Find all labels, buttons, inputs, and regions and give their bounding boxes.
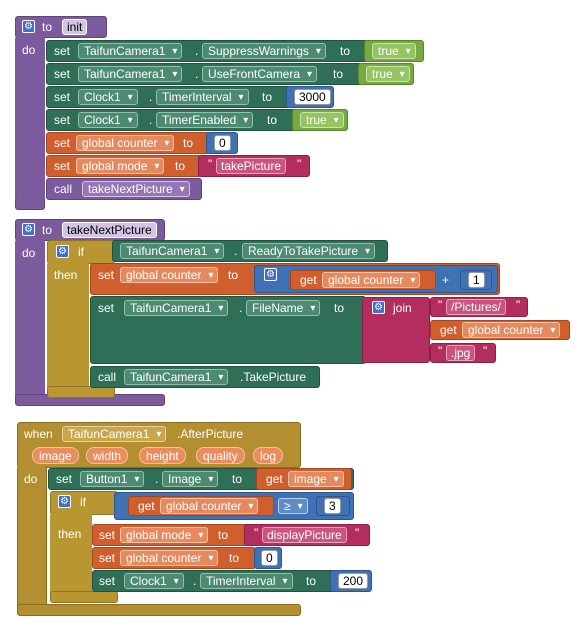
mutator-gear-icon[interactable]: ⚙ — [372, 301, 385, 314]
property-dropdown[interactable]: FileName — [246, 300, 321, 316]
number-field[interactable]: 0 — [214, 135, 231, 151]
procedure-name-field[interactable]: takeNextPicture — [62, 222, 157, 238]
param-height[interactable]: height — [139, 447, 186, 464]
text-field[interactable]: takePicture — [216, 158, 287, 174]
number-field[interactable]: 200 — [338, 573, 369, 589]
property-dropdown[interactable]: TimerEnabled — [156, 112, 254, 128]
do-keyword: do — [22, 43, 36, 57]
variable-dropdown[interactable]: global counter — [76, 135, 175, 151]
variable-dropdown[interactable]: image — [288, 471, 344, 487]
method-name: .TakePicture — [240, 370, 307, 384]
property-dropdown[interactable]: ReadyToTakePicture — [242, 243, 376, 259]
variable-dropdown[interactable]: global counter — [120, 267, 219, 283]
mutator-gear-icon[interactable]: ⚙ — [264, 268, 277, 281]
param-width[interactable]: width — [86, 447, 129, 464]
text-field[interactable]: .jpg — [446, 345, 476, 361]
property-dropdown[interactable]: Image — [162, 471, 219, 487]
component-dropdown[interactable]: TaifunCamera1 — [78, 43, 183, 59]
property-dropdown[interactable]: UseFrontCamera — [202, 66, 318, 82]
component-dropdown[interactable]: Clock1 — [78, 89, 138, 105]
variable-dropdown[interactable]: global counter — [462, 322, 561, 338]
variable-dropdown[interactable]: global mode — [120, 527, 209, 543]
event-name: .AfterPicture — [177, 427, 244, 441]
mutator-gear-icon[interactable]: ⚙ — [58, 495, 71, 508]
component-dropdown[interactable]: TaifunCamera1 — [62, 426, 167, 442]
component-dropdown[interactable]: TaifunCamera1 — [78, 66, 183, 82]
variable-dropdown[interactable]: global counter — [120, 550, 219, 566]
mutator-gear-icon[interactable]: ⚙ — [22, 20, 35, 33]
number-field[interactable]: 1 — [468, 272, 485, 288]
mutator-gear-icon[interactable]: ⚙ — [22, 223, 35, 236]
number-field[interactable]: 3 — [324, 498, 341, 514]
mutator-gear-icon[interactable]: ⚙ — [56, 245, 69, 258]
component-dropdown[interactable]: TaifunCamera1 — [124, 300, 229, 316]
component-dropdown[interactable]: Clock1 — [124, 573, 184, 589]
variable-dropdown[interactable]: global mode — [76, 158, 165, 174]
component-dropdown[interactable]: Clock1 — [78, 112, 138, 128]
property-dropdown[interactable]: TimerInterval — [200, 573, 293, 589]
variable-dropdown[interactable]: global counter — [160, 498, 259, 514]
param-log[interactable]: log — [253, 447, 284, 464]
number-field[interactable]: 0 — [261, 550, 278, 566]
component-dropdown[interactable]: TaifunCamera1 — [124, 369, 229, 385]
param-quality[interactable]: quality — [196, 447, 245, 464]
text-field[interactable]: /Pictures/ — [446, 299, 507, 315]
component-dropdown[interactable]: Button1 — [80, 471, 145, 487]
procedure-dropdown[interactable]: takeNextPicture — [82, 181, 190, 197]
procedure-name-field[interactable]: init — [62, 19, 88, 35]
param-image[interactable]: image — [32, 447, 79, 464]
number-field[interactable]: 3000 — [294, 89, 331, 105]
property-dropdown[interactable]: TimerInterval — [156, 89, 249, 105]
operator-dropdown[interactable]: ≥ — [278, 498, 308, 514]
variable-dropdown[interactable]: global counter — [322, 272, 421, 288]
text-field[interactable]: displayPicture — [262, 527, 347, 543]
component-dropdown[interactable]: TaifunCamera1 — [120, 243, 225, 259]
to-keyword: to — [42, 20, 53, 34]
property-dropdown[interactable]: SuppressWarnings — [202, 43, 326, 59]
